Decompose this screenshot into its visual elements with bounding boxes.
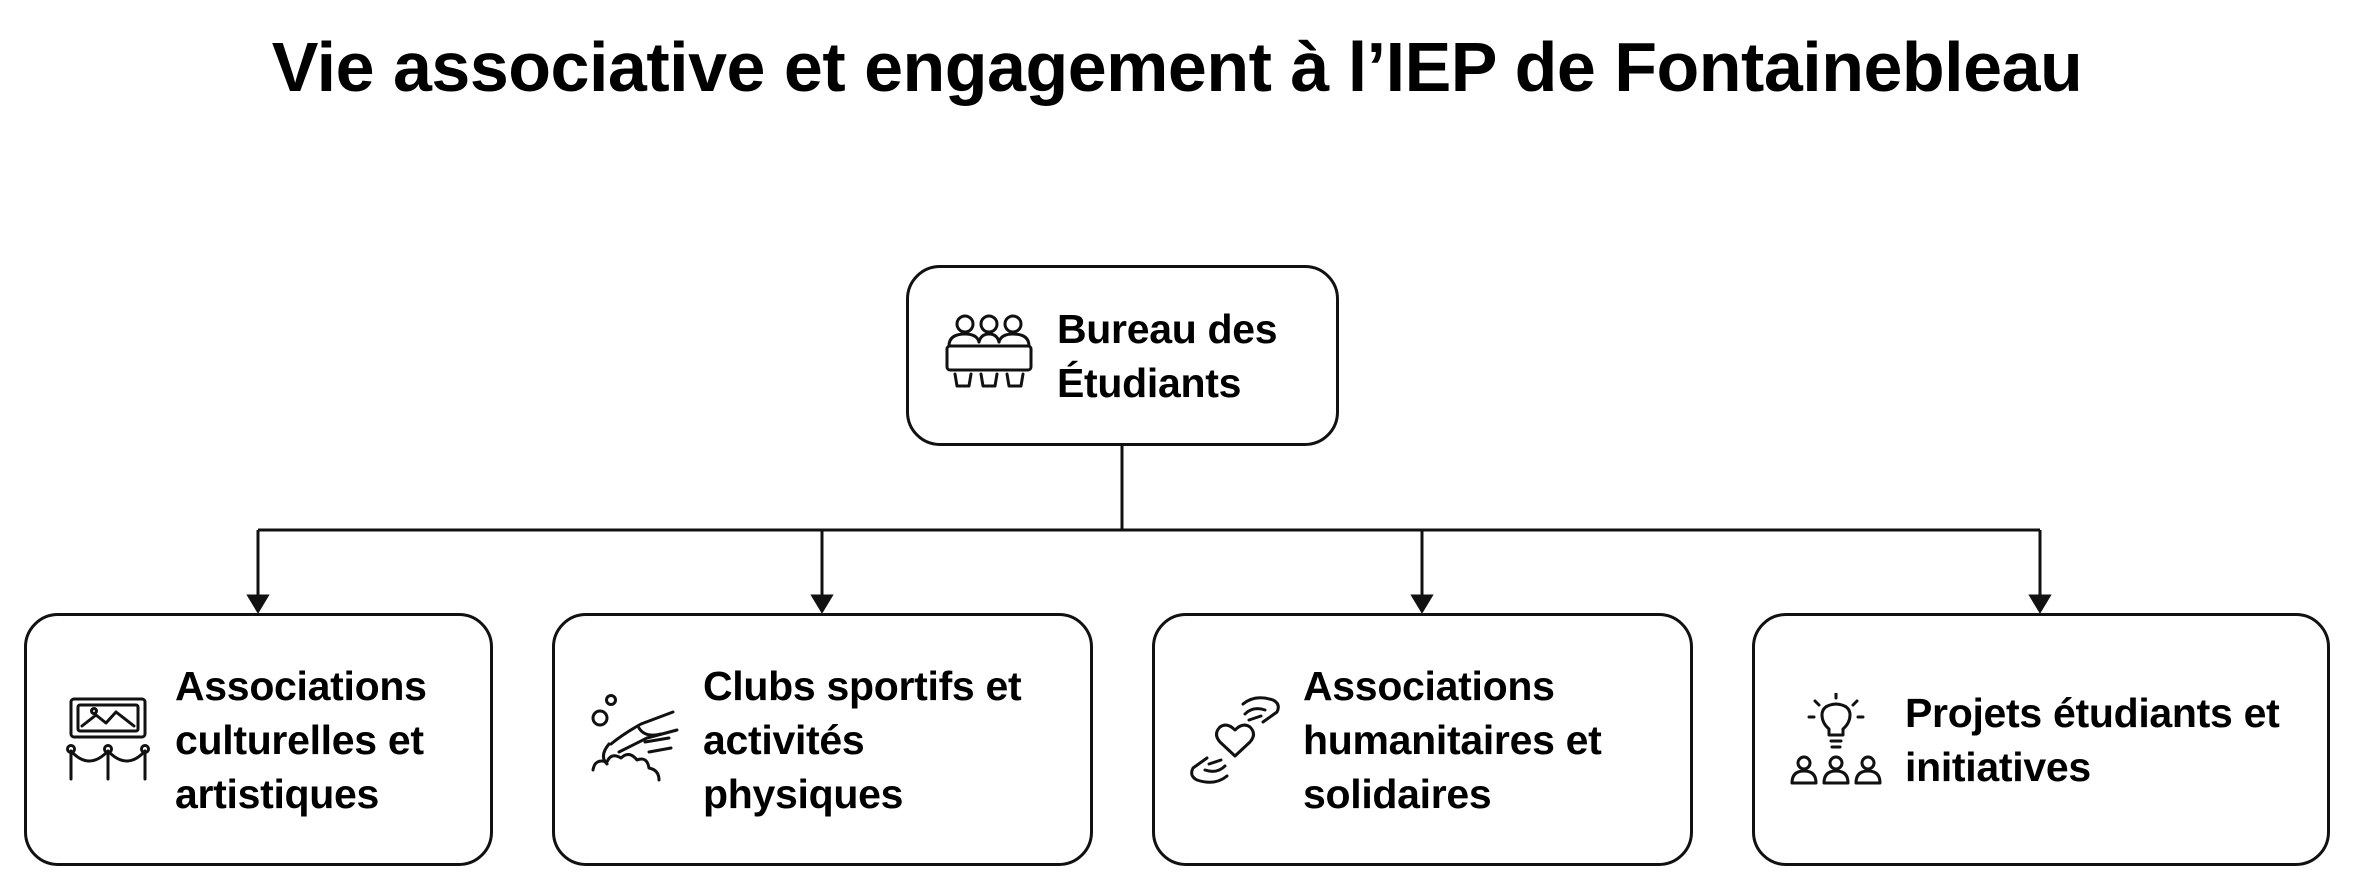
node-projets-etudiants: Projets étudiants et initiatives	[1752, 613, 2330, 866]
node-clubs-sportifs: Clubs sportifs et activités physiques	[552, 613, 1093, 866]
diagram-title: Vie associative et engagement à l’IEP de…	[271, 28, 2083, 106]
node-label: Bureau des Étudiants	[1057, 305, 1278, 406]
node-associations-culturelles: Associations culturelles et artistiques	[24, 613, 493, 866]
arrow-to-associations-humanitaires	[1410, 530, 1434, 614]
hands-heart-icon	[1190, 695, 1280, 784]
node-associations-humanitaires: Associations humanitaires et solidaires	[1152, 613, 1693, 866]
idea-team-icon	[1790, 692, 1882, 784]
arrow-to-clubs-sportifs	[810, 530, 834, 614]
arrow-to-projets-etudiants	[2028, 530, 2052, 614]
node-label: Clubs sportifs et activités physiques	[703, 662, 1022, 817]
arrow-to-associations-culturelles	[246, 530, 270, 614]
node-bureau-des-etudiants: Bureau des Étudiants	[906, 265, 1339, 446]
student-council-meeting-icon	[945, 314, 1033, 387]
art-gallery-icon	[66, 697, 150, 780]
node-label: Associations culturelles et artistiques	[175, 662, 427, 817]
node-label: Associations humanitaires et solidaires	[1303, 662, 1602, 817]
node-label: Projets étudiants et initiatives	[1905, 689, 2280, 790]
hand-splash-icon	[591, 693, 679, 781]
